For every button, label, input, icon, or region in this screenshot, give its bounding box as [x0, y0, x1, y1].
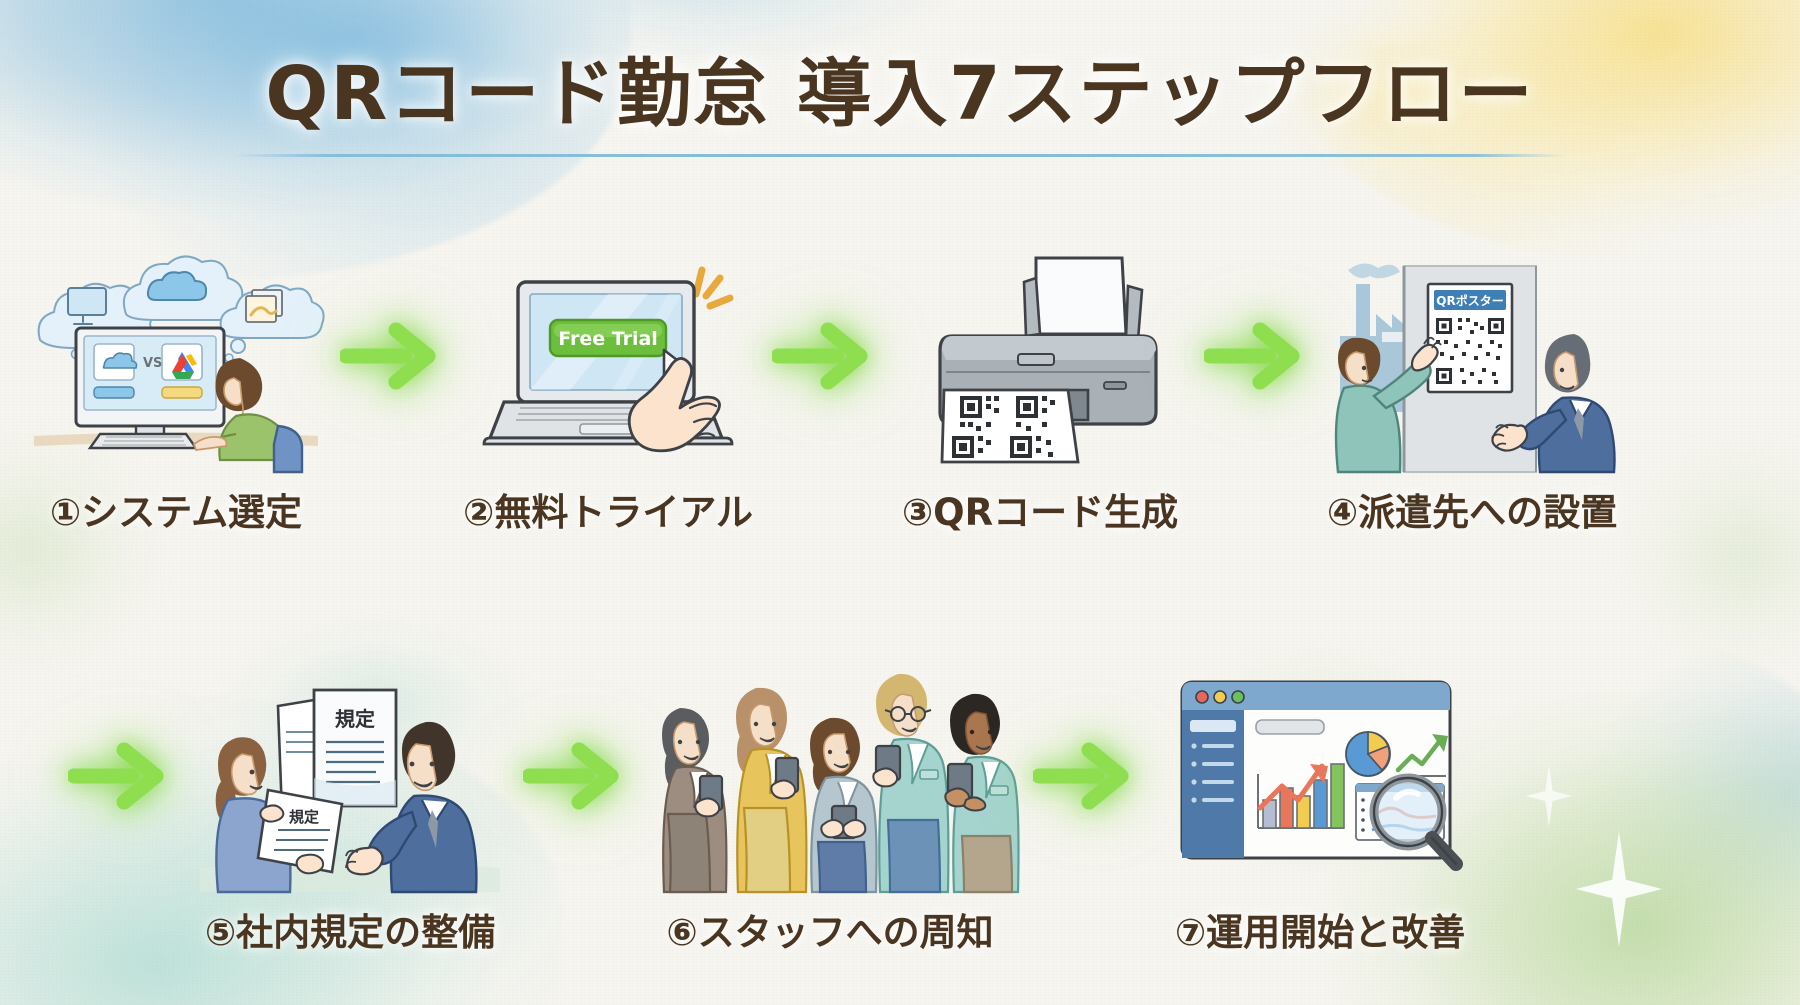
right-arrow-icon	[68, 742, 164, 810]
qr-code-icon	[952, 396, 1055, 458]
window-controls	[1195, 690, 1245, 704]
header: QRコード勤怠 導入7ステップフロー	[0, 0, 1800, 157]
staff-person-3	[810, 717, 878, 894]
step-6[interactable]: ⑥スタッフへの周知	[650, 660, 1020, 956]
flow-arrow-2	[758, 240, 890, 472]
title-underline	[235, 153, 1565, 157]
step-1-illustration: VS	[26, 240, 326, 474]
thought-bubble-center	[122, 255, 244, 321]
flow-arrow-4	[40, 660, 200, 892]
step-3-illustration	[890, 240, 1190, 472]
right-arrow-icon	[340, 322, 436, 390]
step-2-label: ②無料トライアル	[463, 491, 753, 534]
flow-arrow-6	[1010, 660, 1160, 892]
qr-poster-title: QRポスター	[1436, 293, 1503, 308]
step-6-label: ⑥スタッフへの周知	[666, 911, 994, 954]
flow-row-1: VS	[0, 240, 1800, 536]
step-2[interactable]: Free Trial ②無料トライアル	[458, 240, 758, 536]
step-2-illustration: Free Trial	[458, 240, 758, 472]
thought-bubble-right	[219, 284, 325, 339]
staff-person-2	[736, 687, 808, 894]
step-5-label: ⑤社内規定の整備	[204, 911, 496, 954]
step-7-illustration	[1160, 660, 1480, 892]
right-arrow-icon	[523, 742, 619, 810]
step-3-label: ③QRコード生成	[901, 491, 1179, 534]
sidebar-menu-items	[1191, 743, 1234, 803]
step-5[interactable]: 規定 規定	[200, 660, 500, 956]
document-title-small: 規定	[289, 808, 319, 826]
step-7[interactable]: ⑦運用開始と改善	[1160, 660, 1480, 956]
step-6-illustration	[650, 660, 1020, 894]
free-trial-button-text: Free Trial	[558, 328, 658, 350]
spark-icon	[692, 266, 734, 310]
step-5-illustration: 規定 規定	[200, 660, 500, 894]
document-title-big: 規定	[335, 707, 375, 731]
staff-person-5	[944, 693, 1020, 894]
page-title: QRコード勤怠 導入7ステップフロー	[265, 51, 1535, 137]
flow-arrow-3	[1190, 240, 1322, 472]
flow-arrow-1	[326, 240, 458, 472]
step-1[interactable]: VS	[26, 240, 326, 536]
right-arrow-icon	[1204, 322, 1300, 390]
step-4[interactable]: QRポスター	[1322, 240, 1622, 536]
pie-chart-icon	[1345, 731, 1391, 777]
step-3[interactable]: ③QRコード生成	[890, 240, 1190, 536]
staff-person-4	[872, 673, 950, 894]
flow-row-2: 規定 規定	[0, 660, 1800, 956]
svg-text:VS: VS	[143, 356, 162, 371]
step-1-label: ①システム選定	[49, 491, 303, 534]
step-4-illustration: QRポスター	[1322, 240, 1622, 474]
right-arrow-icon	[1033, 742, 1129, 810]
step-7-label: ⑦運用開始と改善	[1174, 911, 1466, 954]
staff-person-1	[662, 708, 728, 894]
qr-code-icon	[1436, 318, 1504, 384]
right-arrow-icon	[772, 322, 868, 390]
glasses-icon	[884, 706, 932, 722]
flow-arrow-5	[500, 660, 650, 892]
step-4-label: ④派遣先への設置	[1326, 491, 1618, 534]
